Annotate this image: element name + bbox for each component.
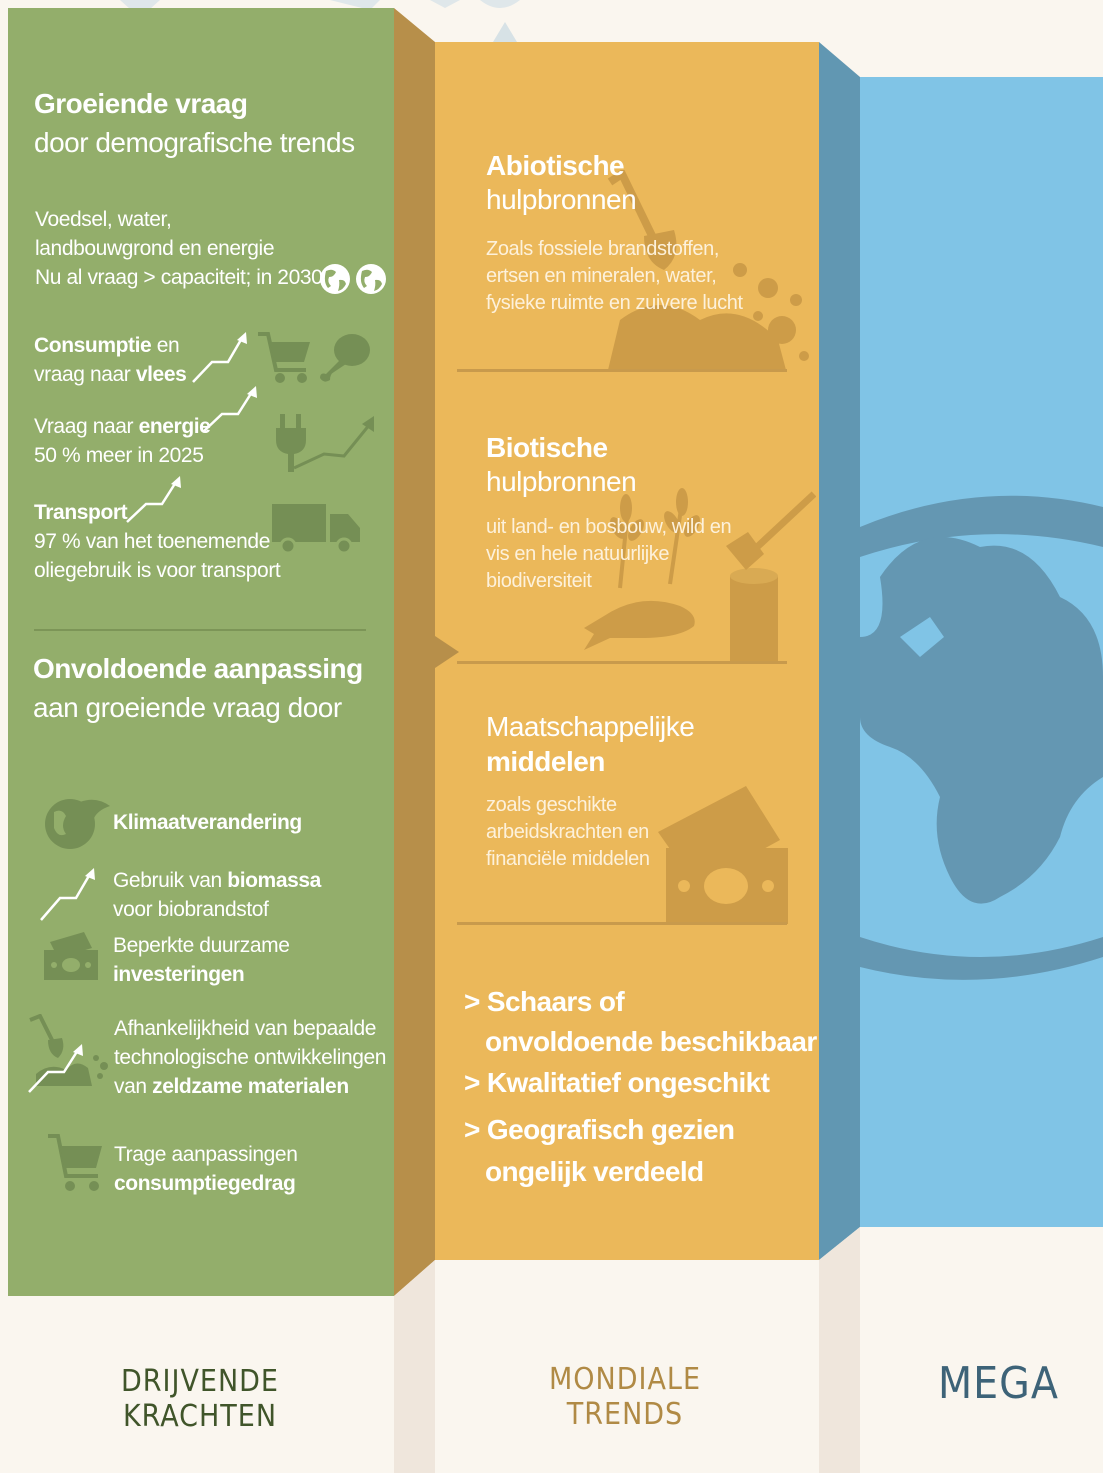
- biotic-title: Biotische: [486, 432, 608, 463]
- divider: [457, 922, 787, 925]
- energy-bold: energie: [138, 415, 211, 438]
- food-text: Voedsel, water, landbouwgrond en energie…: [35, 205, 323, 292]
- food-line-3: Nu al vraag > capaciteit; in 2030: [35, 266, 323, 289]
- insufficient-adaptation-title: Onvoldoende aanpassing: [33, 653, 363, 684]
- invest-line-2: investeringen: [113, 963, 245, 986]
- cart-icon: [48, 1134, 102, 1191]
- climate-globe-icon: [45, 799, 110, 849]
- food-line-1: Voedsel, water,: [35, 208, 172, 231]
- wheat-icon: [610, 488, 700, 589]
- energy-demand-text: Vraag naar: [34, 415, 139, 438]
- technology-text: Afhankelijkheid van bepaalde technologis…: [114, 1014, 386, 1101]
- transport-line-3: oliegebruik is voor transport: [34, 559, 281, 582]
- global-trends-label: MONDIALE TRENDS: [525, 1362, 725, 1432]
- divider: [457, 661, 787, 664]
- drivers-label: DRIJVENDE KRACHTEN: [100, 1364, 300, 1434]
- growing-demand-subtitle: door demografische trends: [34, 127, 355, 158]
- consumption-behaviour-text: Trage aanpassingen consumptiegedrag: [114, 1140, 298, 1198]
- social-line-3: financiële middelen: [486, 848, 650, 870]
- cart-icon: [258, 332, 310, 383]
- drivers-line-2: KRACHTEN: [122, 1399, 278, 1434]
- mega-label: MEGA: [938, 1358, 1059, 1409]
- trend-arrow-icon: [40, 868, 95, 921]
- shovel-trend-icon: [28, 1014, 108, 1093]
- bullet-scarce: > Schaars of: [464, 986, 625, 1017]
- biotic-line-1: uit land- en bosbouw, wild en: [486, 516, 732, 538]
- abiotic-text: Zoals fossiele brandstoffen, ertsen en m…: [486, 236, 743, 317]
- investments-text: Beperkte duurzame investeringen: [113, 931, 290, 989]
- arrow-marker: [435, 636, 459, 668]
- plug-icon: [276, 414, 374, 472]
- divider: [34, 629, 366, 631]
- money-icon: [658, 786, 788, 924]
- abiotic-title: Abiotische: [486, 150, 625, 181]
- consumption-bold: Consumptie: [34, 334, 152, 357]
- axe-stump-icon: [726, 491, 816, 662]
- biotic-line-3: biodiversiteit: [486, 570, 592, 592]
- biomass-text: Gebruik van biomassa voor biobrandstof: [113, 866, 321, 924]
- social-text: zoals geschikte arbeidskrachten en finan…: [486, 792, 650, 873]
- money-icon: [44, 932, 98, 980]
- tech-line-2: technologische ontwikkelingen: [114, 1046, 387, 1069]
- abiotic-line-1: Zoals fossiele brandstoffen,: [486, 238, 720, 260]
- globe-icon: [320, 264, 386, 294]
- rare-materials-bold: zeldzame materialen: [152, 1075, 349, 1098]
- consumption-rest: en: [151, 334, 180, 357]
- tech-line-1: Afhankelijkheid van bepaalde: [114, 1017, 377, 1040]
- meat-demand-text: vraag naar: [34, 363, 136, 386]
- biomass-bold: biomassa: [227, 869, 321, 892]
- climate-change-text: Klimaatverandering: [113, 811, 302, 834]
- trend-arrow-icon: [192, 332, 247, 383]
- chicken-leg-icon: [320, 334, 370, 382]
- biomass-use-text: Gebruik van: [113, 869, 228, 892]
- energy-text: Vraag naar energie 50 % meer in 2025: [34, 412, 211, 470]
- earth-icon: [860, 495, 1103, 980]
- transport-line-2: 97 % van het toenemende: [34, 530, 270, 553]
- fish-icon: [584, 600, 695, 650]
- bullet-geographic-cont: ongelijk verdeeld: [485, 1156, 704, 1187]
- abiotic-line-3: fysieke ruimte en zuivere lucht: [486, 292, 743, 314]
- insufficient-adaptation-subtitle: aan groeiende vraag door: [33, 692, 342, 723]
- slow-line-2: consumptiegedrag: [114, 1172, 296, 1195]
- invest-line-1: Beperkte duurzame: [113, 934, 290, 957]
- transport-text: Transport 97 % van het toenemende oliege…: [34, 498, 281, 585]
- biotic-text: uit land- en bosbouw, wild en vis en hel…: [486, 514, 732, 595]
- food-line-2: landbouwgrond en energie: [35, 237, 275, 260]
- bullet-scarce-cont: onvoldoende beschikbaar: [485, 1026, 817, 1057]
- social-line-2: arbeidskrachten en: [486, 821, 649, 843]
- growing-demand-title: Groeiende vraag: [34, 88, 248, 119]
- biofuel-text: voor biobrandstof: [113, 898, 269, 921]
- shovel-rocks-icon: [607, 170, 809, 370]
- bullet-geographic: > Geografisch gezien: [464, 1114, 735, 1145]
- biotic-subtitle: hulpbronnen: [486, 466, 637, 497]
- abiotic-subtitle: hulpbronnen: [486, 184, 637, 215]
- biotic-icons: [584, 488, 816, 662]
- consumption-text: Consumptie en vraag naar vlees: [34, 331, 187, 389]
- biotic-line-2: vis en hele natuurlijke: [486, 543, 670, 565]
- global-line-2: TRENDS: [566, 1397, 684, 1432]
- transport-bold: Transport: [34, 501, 128, 524]
- tech-line-3: van: [114, 1075, 153, 1098]
- truck-icon: [272, 504, 360, 555]
- abiotic-line-2: ertsen en mineralen, water,: [486, 265, 717, 287]
- trend-arrow-icon: [202, 386, 257, 433]
- social-subtitle: middelen: [486, 746, 605, 777]
- energy-growth-text: 50 % meer in 2025: [34, 444, 204, 467]
- drivers-line-1: DRIJVENDE: [121, 1364, 279, 1399]
- global-line-1: MONDIALE: [549, 1362, 701, 1397]
- social-title: Maatschappelijke: [486, 711, 695, 742]
- social-line-1: zoals geschikte: [486, 794, 617, 816]
- divider: [457, 369, 787, 372]
- bullet-quality: > Kwalitatief ongeschikt: [464, 1067, 770, 1098]
- trend-arrow-icon: [126, 476, 181, 523]
- slow-line-1: Trage aanpassingen: [114, 1143, 298, 1166]
- meat-bold: vlees: [135, 363, 187, 386]
- driving-forces-column: [8, 8, 394, 1296]
